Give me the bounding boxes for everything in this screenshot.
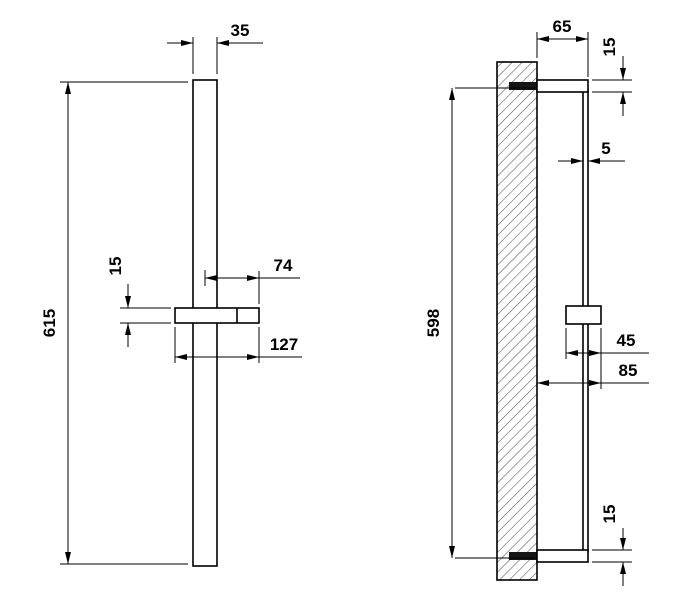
slider-assembly	[174, 307, 260, 324]
dim-label-bottom-bracket-height: 15	[600, 505, 619, 524]
front-view: 35 615 15 74	[40, 21, 302, 567]
dim-label-handle-offset: 74	[274, 256, 293, 275]
dim-bottom-bracket-height: 15	[592, 505, 632, 586]
dim-label-bar-width: 35	[231, 21, 250, 40]
dim-overall-height: 615	[40, 81, 188, 565]
dim-label-overall-depth: 85	[619, 361, 638, 380]
slider-side-profile	[565, 305, 602, 325]
dim-label-overall-height: 615	[40, 309, 59, 337]
dim-rail-thickness: 5	[558, 139, 625, 164]
dim-label-mount-depth: 65	[553, 17, 572, 36]
dim-label-slider-height: 15	[106, 257, 125, 276]
dim-label-slider-length: 127	[270, 335, 298, 354]
wall-section	[496, 61, 538, 581]
bracket-bottom-body	[536, 549, 589, 563]
top-bracket	[509, 79, 589, 93]
dim-slider-depth: 45	[565, 328, 649, 389]
dim-label-rail-height: 598	[424, 309, 443, 337]
dim-label-slider-depth: 45	[617, 331, 636, 350]
bracket-top-body	[536, 79, 589, 93]
dim-label-rail-thickness: 5	[601, 139, 610, 158]
dim-handle-offset: 74	[204, 256, 300, 304]
side-view: 65 15 5 598 45	[424, 17, 649, 586]
slider-body	[174, 307, 260, 324]
dim-label-top-bracket-height: 15	[600, 38, 619, 57]
wall-anchor-top	[509, 82, 537, 90]
dim-slider-height: 15	[106, 257, 171, 347]
dim-overall-depth: 85	[537, 361, 649, 386]
dim-bar-width: 35	[167, 21, 263, 74]
dim-mount-depth: 65	[536, 17, 589, 77]
wall-anchor-bottom	[509, 552, 537, 560]
dim-rail-height: 598	[424, 87, 535, 559]
bottom-bracket	[509, 549, 589, 563]
dim-slider-length: 127	[174, 327, 302, 363]
dim-top-bracket-height: 15	[592, 38, 632, 116]
